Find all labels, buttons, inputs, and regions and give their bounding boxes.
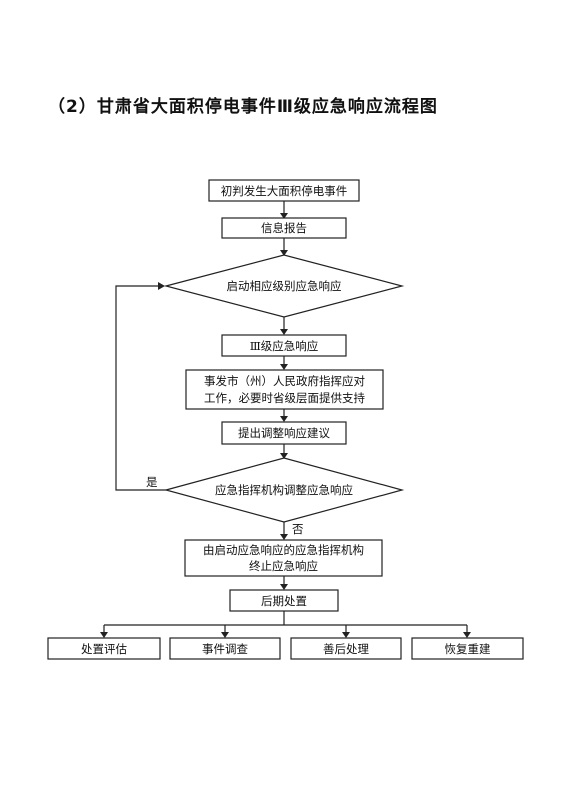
arrowhead <box>280 329 288 335</box>
decision-command-adjust: 应急指挥机构调整应急响应 <box>163 457 405 523</box>
node-label: 初判发生大面积停电事件 <box>221 184 348 198</box>
node-city-government: 事发市（州）人民政府指挥应对 工作，必要时省级层面提供支持 <box>185 369 384 410</box>
arrowhead <box>280 416 288 422</box>
yes-loop-line <box>115 285 166 491</box>
arrowhead <box>100 632 108 638</box>
node-terminate-response: 由启动应急响应的应急指挥机构 终止应急响应 <box>184 539 383 577</box>
node-label: 应急指挥机构调整应急响应 <box>215 483 353 497</box>
arrowhead <box>342 632 350 638</box>
node-evaluation: 处置评估 <box>47 637 161 660</box>
node-label: 信息报告 <box>261 221 307 235</box>
arrowhead <box>280 364 288 370</box>
node-label-line2: 终止应急响应 <box>249 559 318 573</box>
node-level3-response: Ⅲ级应急响应 <box>221 334 347 357</box>
arrowhead <box>280 250 288 256</box>
node-label: 事件调查 <box>202 642 248 656</box>
node-label: 恢复重建 <box>445 642 491 656</box>
node-rehabilitation: 善后处理 <box>290 637 402 660</box>
arrowhead <box>280 534 288 540</box>
node-label: 启动相应级别应急响应 <box>227 279 342 293</box>
node-label-line1: 事发市（州）人民政府指挥应对 <box>204 374 365 388</box>
node-label-line1: 由启动应急响应的应急指挥机构 <box>203 543 364 557</box>
edge-label-no: 否 <box>292 522 304 536</box>
page-title: （2）甘肃省大面积停电事件Ⅲ级应急响应流程图 <box>48 97 438 117</box>
arrowhead <box>221 632 229 638</box>
node-label: Ⅲ级应急响应 <box>250 339 319 353</box>
node-info-report: 信息报告 <box>221 217 347 239</box>
node-label-line2: 工作，必要时省级层面提供支持 <box>204 391 365 405</box>
node-propose-adjustment: 提出调整响应建议 <box>221 421 347 445</box>
node-initial-judgment: 初判发生大面积停电事件 <box>208 179 360 202</box>
node-label: 处置评估 <box>81 642 127 656</box>
arrowhead <box>280 213 288 219</box>
edge-label-yes: 是 <box>146 475 158 489</box>
arrowhead <box>280 453 288 459</box>
node-label: 后期处置 <box>261 594 307 608</box>
arrowhead <box>463 632 471 638</box>
arrowhead <box>158 282 165 290</box>
node-label: 善后处理 <box>323 642 369 656</box>
connectors <box>100 201 471 638</box>
node-label: 提出调整响应建议 <box>238 426 330 440</box>
node-reconstruction: 恢复重建 <box>411 637 524 660</box>
node-aftermath: 后期处置 <box>229 589 339 612</box>
node-investigation: 事件调查 <box>169 637 281 660</box>
arrowhead <box>280 584 288 590</box>
decision-start-response: 启动相应级别应急响应 <box>163 254 405 318</box>
